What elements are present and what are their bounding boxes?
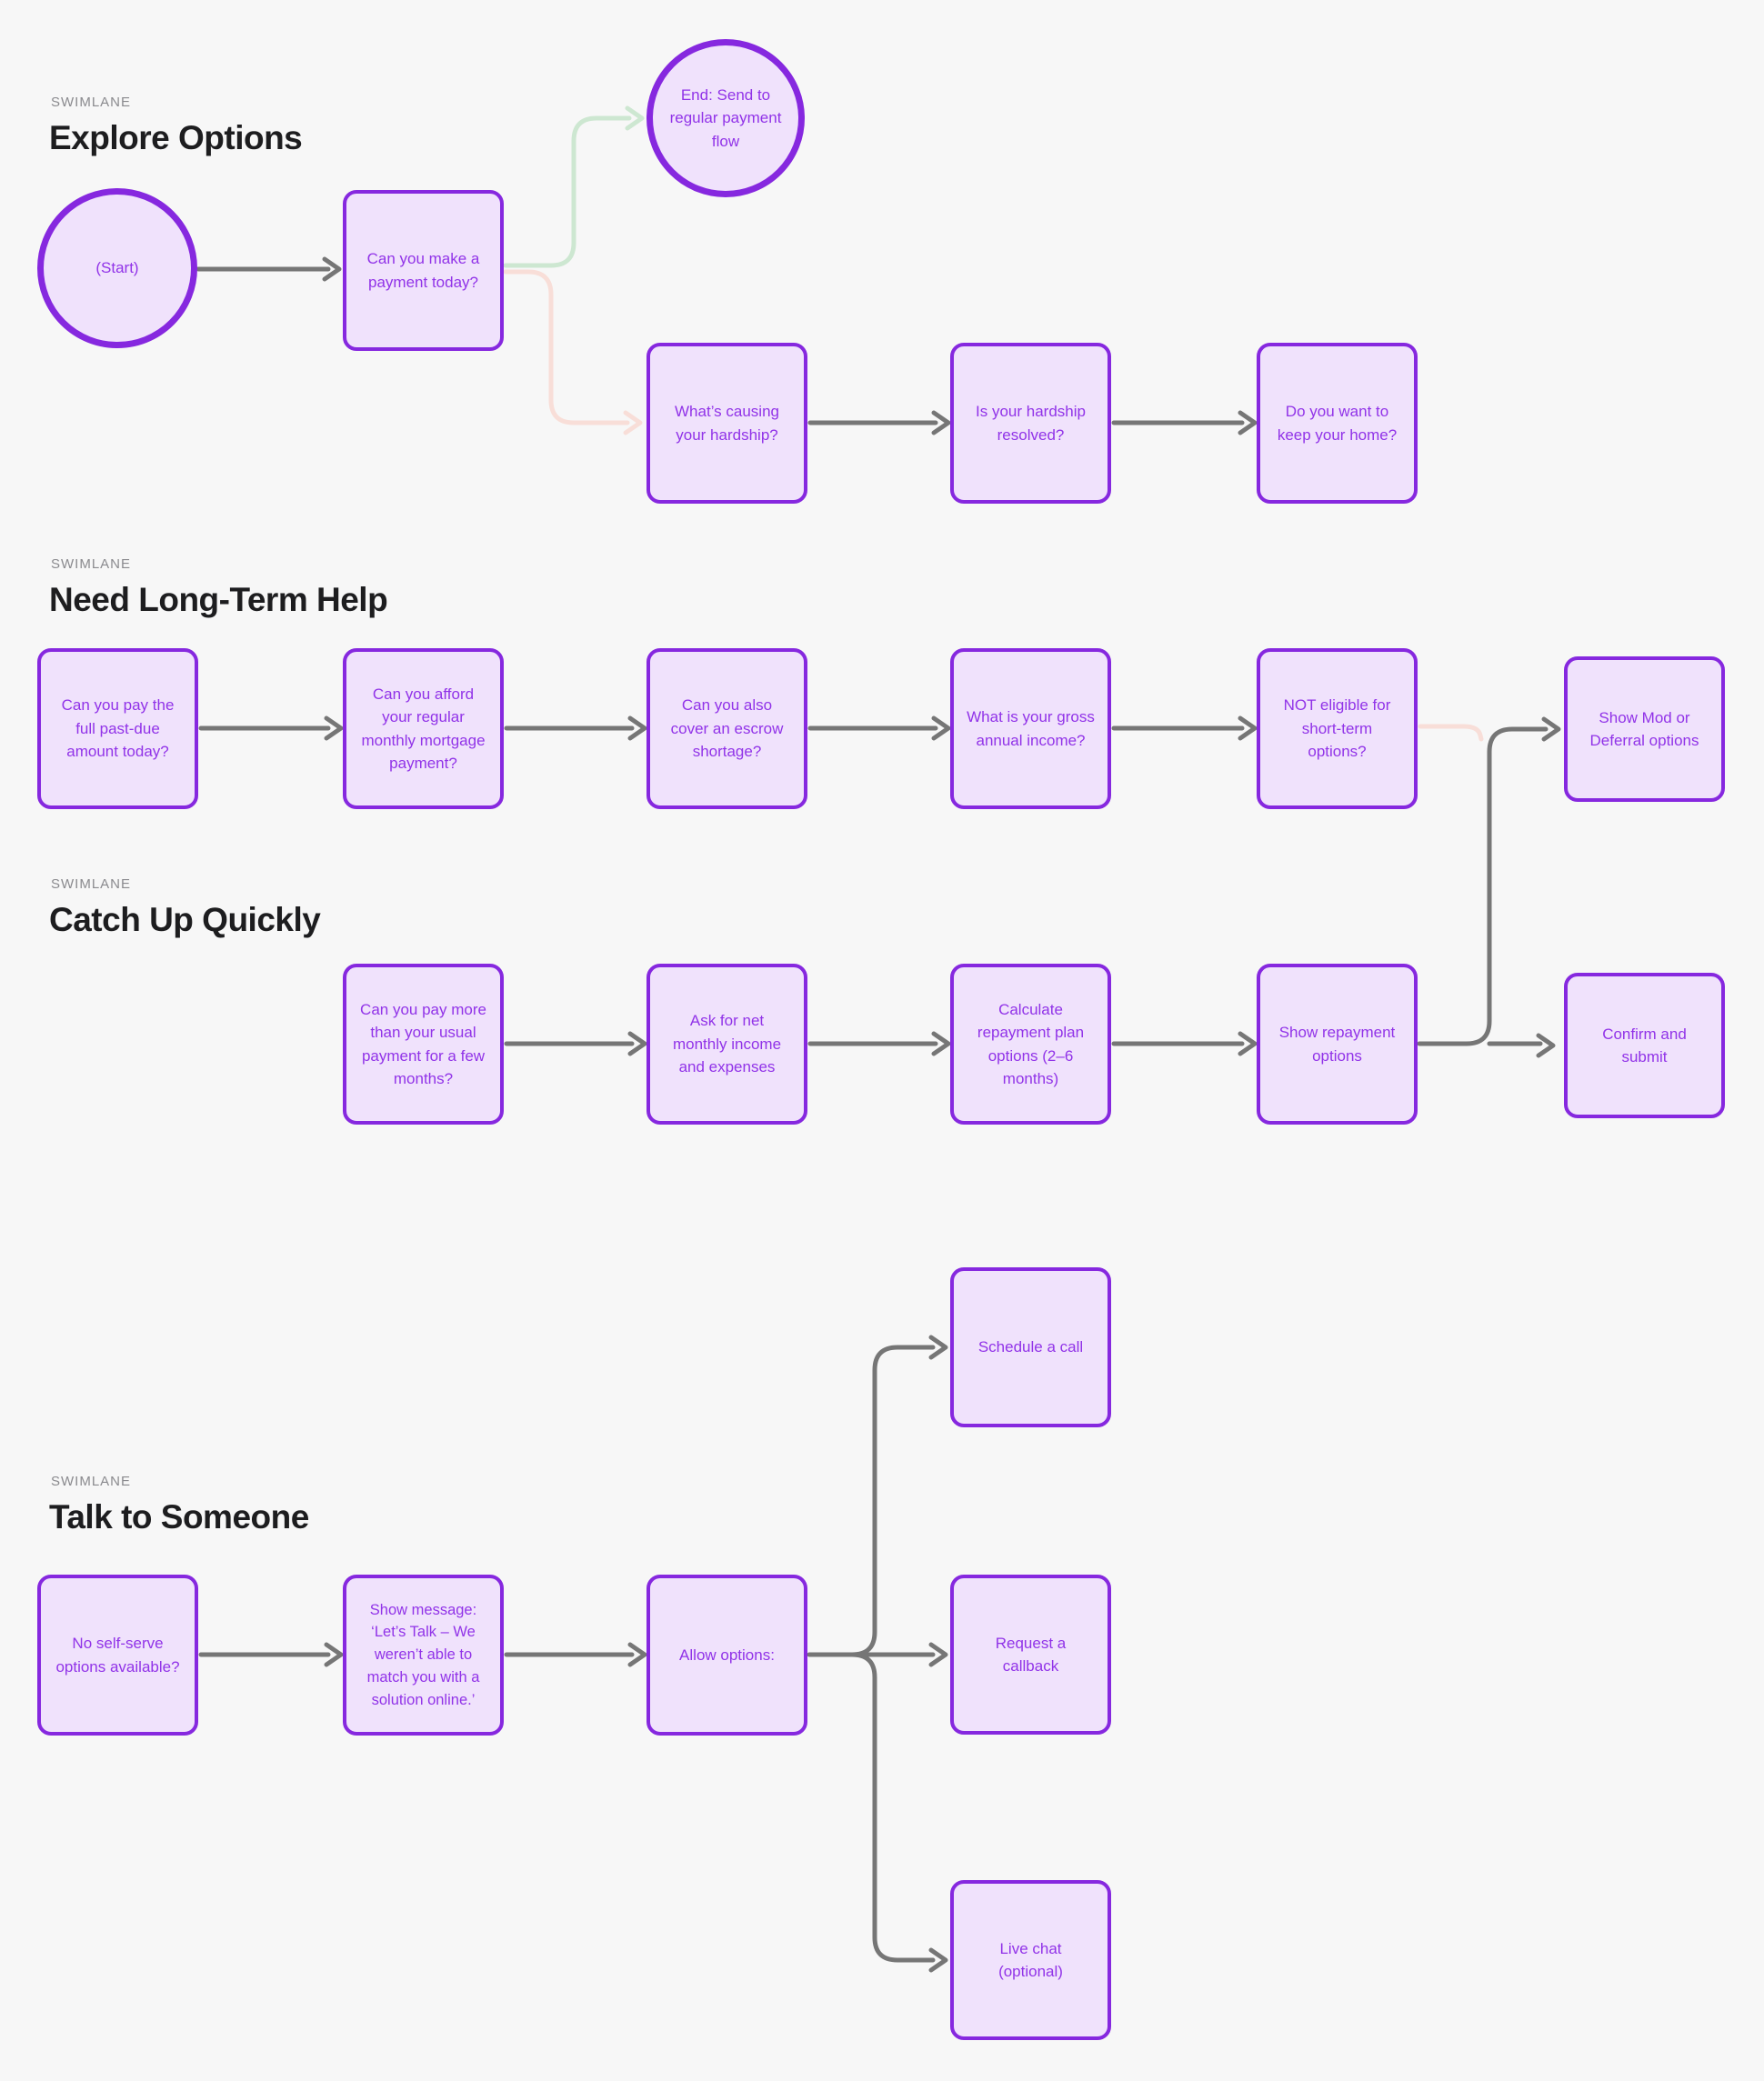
- node-live-chat[interactable]: Live chat (optional): [950, 1880, 1111, 2040]
- edge-can-pay-yes-to-end: [503, 105, 645, 268]
- node-schedule-call-label: Schedule a call: [977, 1338, 1084, 1356]
- node-hardship-resolved[interactable]: Is your hardship resolved?: [950, 343, 1111, 504]
- lane-2-title: Need Long-Term Help: [49, 581, 388, 618]
- lane-2-kicker: SWIMLANE: [51, 556, 132, 572]
- node-ask-net-income[interactable]: Ask for net monthly income and expenses: [646, 964, 807, 1125]
- node-afford-monthly[interactable]: Can you afford your regular monthly mort…: [343, 648, 504, 809]
- node-start[interactable]: (Start): [37, 188, 197, 348]
- node-escrow-shortage-label: Can you also cover an escrow shortage?: [670, 696, 784, 761]
- node-not-eligible-label: NOT eligible for short-term options?: [1283, 696, 1391, 761]
- node-schedule-call[interactable]: Schedule a call: [950, 1267, 1111, 1427]
- node-no-self-serve-label: No self-serve options available?: [55, 1635, 180, 1676]
- node-calc-repayment[interactable]: Calculate repayment plan options (2–6 mo…: [950, 964, 1111, 1125]
- lane-4-kicker: SWIMLANE: [51, 1474, 132, 1489]
- node-show-message[interactable]: Show message: ‘Let’s Talk – We weren’t a…: [343, 1575, 504, 1736]
- lane-1-kicker: SWIMLANE: [51, 95, 132, 110]
- edge-not-eligible-to-show-mod: [1418, 724, 1484, 742]
- edge-can-pay-no-to-hardship: [503, 269, 643, 435]
- edge-allow-to-livechat: [849, 1652, 936, 1963]
- node-request-callback-label: Request a callback: [995, 1634, 1067, 1676]
- node-calc-repayment-label: Calculate repayment plan options (2–6 mo…: [977, 1000, 1085, 1088]
- node-pay-full-pastdue[interactable]: Can you pay the full past-due amount tod…: [37, 648, 198, 809]
- node-keep-home[interactable]: Do you want to keep your home?: [1257, 343, 1418, 504]
- lane-3-kicker: SWIMLANE: [51, 876, 132, 892]
- node-allow-options-label: Allow options:: [679, 1646, 775, 1664]
- node-gross-income[interactable]: What is your gross annual income?: [950, 648, 1111, 809]
- lane-1-title: Explore Options: [49, 119, 303, 156]
- node-confirm-submit[interactable]: Confirm and submit: [1564, 973, 1725, 1118]
- node-pay-full-pastdue-label: Can you pay the full past-due amount tod…: [61, 696, 175, 761]
- node-pay-more-label: Can you pay more than your usual payment…: [360, 1000, 486, 1088]
- lane-3-title: Catch Up Quickly: [49, 901, 321, 938]
- node-request-callback[interactable]: Request a callback: [950, 1575, 1111, 1735]
- node-no-self-serve[interactable]: No self-serve options available?: [37, 1575, 198, 1736]
- node-show-mod[interactable]: Show Mod or Deferral options: [1564, 656, 1725, 802]
- node-can-pay-today[interactable]: Can you make a payment today?: [343, 190, 504, 351]
- gray-edges: [195, 256, 1561, 1973]
- node-show-repayment[interactable]: Show repayment options: [1257, 964, 1418, 1125]
- node-start-label: (Start): [95, 259, 139, 277]
- node-keep-home-label: Do you want to keep your home?: [1277, 403, 1398, 444]
- lane-4-title: Talk to Someone: [49, 1498, 309, 1536]
- node-show-message-label: Show message: ‘Let’s Talk – We weren’t a…: [366, 1601, 480, 1708]
- node-end-regular-flow[interactable]: End: Send to regular payment flow: [646, 39, 805, 197]
- node-allow-options[interactable]: Allow options:: [646, 1575, 807, 1736]
- node-ask-net-income-label: Ask for net monthly income and expenses: [672, 1012, 782, 1076]
- node-gross-income-label: What is your gross annual income?: [967, 708, 1095, 749]
- node-live-chat-label: Live chat (optional): [998, 1939, 1063, 1981]
- node-afford-monthly-label: Can you afford your regular monthly mort…: [361, 685, 486, 773]
- node-whats-causing-label: What’s causing your hardship?: [675, 403, 779, 444]
- node-confirm-submit-label: Confirm and submit: [1602, 1025, 1687, 1066]
- node-escrow-shortage[interactable]: Can you also cover an escrow shortage?: [646, 648, 807, 809]
- node-hardship-resolved-label: Is your hardship resolved?: [976, 403, 1086, 444]
- node-pay-more[interactable]: Can you pay more than your usual payment…: [343, 964, 504, 1125]
- node-show-repayment-label: Show repayment options: [1278, 1024, 1396, 1065]
- edge-show-repayment-to-show-mod: [1417, 726, 1549, 1046]
- node-show-mod-label: Show Mod or Deferral options: [1589, 708, 1699, 750]
- edge-allow-to-schedule: [849, 1345, 936, 1657]
- node-can-pay-today-label: Can you make a payment today?: [366, 250, 480, 291]
- node-end-regular-flow-label: End: Send to regular payment flow: [669, 85, 782, 150]
- node-not-eligible[interactable]: NOT eligible for short-term options?: [1257, 648, 1418, 809]
- node-whats-causing[interactable]: What’s causing your hardship?: [646, 343, 807, 504]
